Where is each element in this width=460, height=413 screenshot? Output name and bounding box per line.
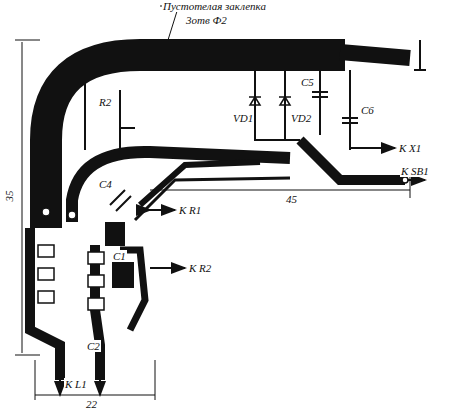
connection-label: К X1 (398, 142, 422, 154)
part-label: VD1 (232, 112, 254, 124)
dimension-value: 45 (285, 193, 298, 205)
dimension-value: 22 (85, 398, 98, 410)
part-label: C4 (98, 178, 113, 190)
hole-note: 3отв Ф2 (185, 14, 228, 26)
part-label: C2 (86, 340, 101, 352)
dimension-value: 35 (3, 190, 15, 203)
part-label: VD2 (290, 112, 312, 124)
connection-label: К R2 (188, 262, 212, 274)
connection-label: К L1 (64, 378, 88, 390)
part-label: C5 (300, 76, 315, 88)
part-label: R2 (98, 96, 112, 108)
part-note: Пустотелая заклепка (162, 0, 267, 12)
part-label: C6 (360, 104, 375, 116)
connection-label: К SB1 (400, 165, 430, 177)
connection-label: К R1 (178, 204, 202, 216)
part-label: C1 (112, 250, 127, 262)
